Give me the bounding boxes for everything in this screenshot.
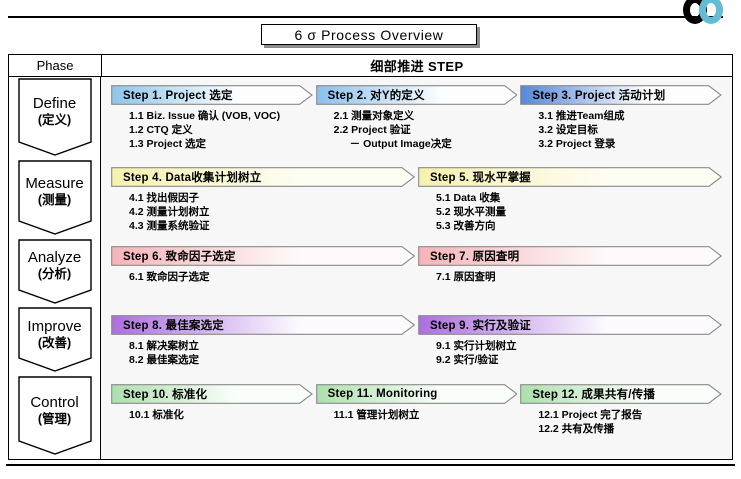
step-chevron[interactable]: Step 10. 标准化 xyxy=(111,384,313,404)
step-row-improve: Step 8. 最佳案选定 Step 9. 实行及验证 8.1 解决案树立 8.2 最… xyxy=(101,307,732,376)
step-chevron-band: Step 4. Data收集计划树立 Step 5. 现水平掌握 xyxy=(101,167,732,187)
step-sub-item: 3.1 推进Team组成 xyxy=(538,110,625,122)
page-title: 6 σ Process Overview xyxy=(261,24,477,45)
step-details-band: 6.1 致命因子选定 7.1 原因查明 xyxy=(101,270,732,307)
step-sub-list: 4.1 找出假因子 4.2 测量计划树立 4.3 测量系统验证 xyxy=(129,191,210,233)
step-sub-item: 8.2 最佳案选定 xyxy=(129,354,200,366)
step-sub-list: 3.1 推进Team组成 3.2 设定目标 3.2 Project 登录 xyxy=(538,109,624,151)
step-chevron[interactable]: Step 9. 实行及验证 xyxy=(418,315,722,335)
step-chevron[interactable]: Step 11. Monitoring xyxy=(315,384,518,404)
step-label: Step 2. 对Y的定义 xyxy=(327,90,425,102)
footer-rule xyxy=(6,464,735,466)
step-sub-item: 6.1 致命因子选定 xyxy=(129,271,210,283)
step-sub-list: 7.1 原因查明 xyxy=(436,270,496,284)
step-sub-item: 3.2 Project 登录 xyxy=(538,138,616,150)
step-label: Step 12. 成果共有/传播 xyxy=(532,389,656,401)
step-sub-list: 10.1 标准化 xyxy=(129,408,184,422)
step-label: Step 11. Monitoring xyxy=(327,388,438,400)
step-sub-item: 2.2 Project 验证 xyxy=(333,124,411,136)
step-row-analyze: Step 6. 致命因子选定 Step 7. 原因查明 6.1 致命因子选定 7.1 … xyxy=(101,238,732,307)
step-sub-item: 7.1 原因查明 xyxy=(436,271,496,283)
step-details-band: 4.1 找出假因子 4.2 测量计划树立 4.3 测量系统验证 5.1 Data 收集… xyxy=(101,191,732,238)
step-sub-item: 1.1 Biz. Issue 确认 (VOB, VOC) xyxy=(129,110,281,122)
step-details-band: 8.1 解决案树立 8.2 最佳案选定 9.1 实行计划树立 9.2 实行/验证 xyxy=(101,339,732,376)
phase-cell-measure: Measure(测量) xyxy=(9,160,100,239)
step-sub-item: 2.1 测量对象定义 xyxy=(333,110,415,122)
step-row-define: Step 1. Project 选定 Step 2. 对Y的定义 Step 3. P… xyxy=(101,77,732,159)
step-sub-item: 1.2 CTQ 定义 xyxy=(129,124,193,136)
process-overview-table: Phase 细部推进 STEP Define(定义)Measure(测量)Ana… xyxy=(8,54,733,460)
step-label: Step 8. 最佳案选定 xyxy=(123,320,225,332)
step-details-band: 10.1 标准化 11.1 管理计划树立 12.1 Project 完了报告 12.2… xyxy=(101,408,732,459)
step-chevron-band: Step 10. 标准化 Step 11. Monitoring Step 12. … xyxy=(101,384,732,404)
step-chevron-band: Step 1. Project 选定 Step 2. 对Y的定义 Step 3. P… xyxy=(101,85,732,105)
step-label: Step 5. 现水平掌握 xyxy=(430,172,532,184)
step-chevron[interactable]: Step 7. 原因查明 xyxy=(418,246,722,266)
column-header-steps: 细部推进 STEP xyxy=(370,59,464,74)
step-sub-item: 8.1 解决案树立 xyxy=(129,340,200,352)
table-header-row: Phase 细部推进 STEP xyxy=(9,55,732,77)
step-sub-item: 4.3 测量系统验证 xyxy=(129,220,210,232)
step-sub-item: 5.3 改善方向 xyxy=(436,220,496,232)
step-sub-item: 12.2 共有及传播 xyxy=(538,423,615,435)
phase-cell-control: Control(管理) xyxy=(9,376,100,459)
steps-column: Step 1. Project 选定 Step 2. 对Y的定义 Step 3. P… xyxy=(101,77,732,459)
step-sub-list: 6.1 致命因子选定 xyxy=(129,270,210,284)
step-sub-list: 8.1 解决案树立 8.2 最佳案选定 xyxy=(129,339,199,367)
step-sub-list: 2.1 测量对象定义 2.2 Project 验证 － Output Image决定 xyxy=(334,109,452,151)
step-chevron[interactable]: Step 3. Project 活动计划 xyxy=(520,85,722,105)
step-sub-list: 5.1 Data 收集 5.2 现水平测量 5.3 改善方向 xyxy=(436,191,506,233)
step-label: Step 9. 实行及验证 xyxy=(430,320,532,332)
step-chevron[interactable]: Step 1. Project 选定 xyxy=(111,85,313,105)
logo-ring-cyan-icon xyxy=(699,0,723,24)
step-chevron-band: Step 8. 最佳案选定 Step 9. 实行及验证 xyxy=(101,315,732,335)
company-logo xyxy=(679,0,735,26)
step-row-measure: Step 4. Data收集计划树立 Step 5. 现水平掌握 4.1 找出假因子… xyxy=(101,159,732,238)
step-chevron[interactable]: Step 12. 成果共有/传播 xyxy=(520,384,722,404)
step-sub-item: 11.1 管理计划树立 xyxy=(333,409,420,421)
step-label: Step 4. Data收集计划树立 xyxy=(123,172,262,184)
step-sub-item: 4.2 测量计划树立 xyxy=(129,206,210,218)
phase-column: Define(定义)Measure(测量)Analyze(分析)Improve(… xyxy=(9,77,101,459)
phase-pentagon: Define(定义) xyxy=(17,78,92,156)
phase-pentagon: Improve(改善) xyxy=(17,307,92,373)
step-chevron[interactable]: Step 6. 致命因子选定 xyxy=(111,246,415,266)
phase-cell-improve: Improve(改善) xyxy=(9,307,100,376)
table-body: Define(定义)Measure(测量)Analyze(分析)Improve(… xyxy=(9,77,732,459)
step-sub-item: 12.1 Project 完了报告 xyxy=(538,409,643,421)
step-chevron[interactable]: Step 4. Data收集计划树立 xyxy=(111,167,415,187)
phase-pentagon: Control(管理) xyxy=(17,376,92,455)
step-sub-item: 3.2 设定目标 xyxy=(538,124,598,136)
step-sub-list: 1.1 Biz. Issue 确认 (VOB, VOC) 1.2 CTQ 定义 1.… xyxy=(129,109,280,151)
step-sub-item: 9.1 实行计划树立 xyxy=(436,340,517,352)
step-sub-item: － Output Image决定 xyxy=(349,138,452,150)
step-sub-item: 1.3 Project 选定 xyxy=(129,138,207,150)
step-sub-item: 4.1 找出假因子 xyxy=(129,192,200,204)
step-sub-list: 11.1 管理计划树立 xyxy=(334,408,420,422)
step-sub-item: 9.2 实行/验证 xyxy=(436,354,499,366)
phase-pentagon: Analyze(分析) xyxy=(17,238,92,304)
step-chevron[interactable]: Step 8. 最佳案选定 xyxy=(111,315,415,335)
step-chevron-band: Step 6. 致命因子选定 Step 7. 原因查明 xyxy=(101,246,732,266)
step-label: Step 1. Project 选定 xyxy=(123,90,233,102)
step-row-control: Step 10. 标准化 Step 11. Monitoring Step 12. … xyxy=(101,376,732,459)
phase-pentagon: Measure(测量) xyxy=(17,160,92,235)
step-chevron[interactable]: Step 2. 对Y的定义 xyxy=(315,85,518,105)
header-rule xyxy=(8,16,723,18)
step-details-band: 1.1 Biz. Issue 确认 (VOB, VOC) 1.2 CTQ 定义 1.… xyxy=(101,109,732,159)
step-label: Step 3. Project 活动计划 xyxy=(532,90,666,102)
column-header-phase: Phase xyxy=(9,55,102,76)
step-label: Step 7. 原因查明 xyxy=(430,251,520,263)
step-label: Step 6. 致命因子选定 xyxy=(123,251,236,263)
step-sub-item: 10.1 标准化 xyxy=(129,409,184,421)
step-chevron[interactable]: Step 5. 现水平掌握 xyxy=(418,167,722,187)
step-sub-item: 5.1 Data 收集 xyxy=(436,192,501,204)
phase-cell-analyze: Analyze(分析) xyxy=(9,238,100,308)
step-sub-item: 5.2 现水平测量 xyxy=(436,206,507,218)
phase-cell-define: Define(定义) xyxy=(9,78,100,160)
step-sub-list: 9.1 实行计划树立 9.2 实行/验证 xyxy=(436,339,517,367)
step-label: Step 10. 标准化 xyxy=(123,389,208,401)
step-sub-list: 12.1 Project 完了报告 12.2 共有及传播 xyxy=(538,408,642,436)
